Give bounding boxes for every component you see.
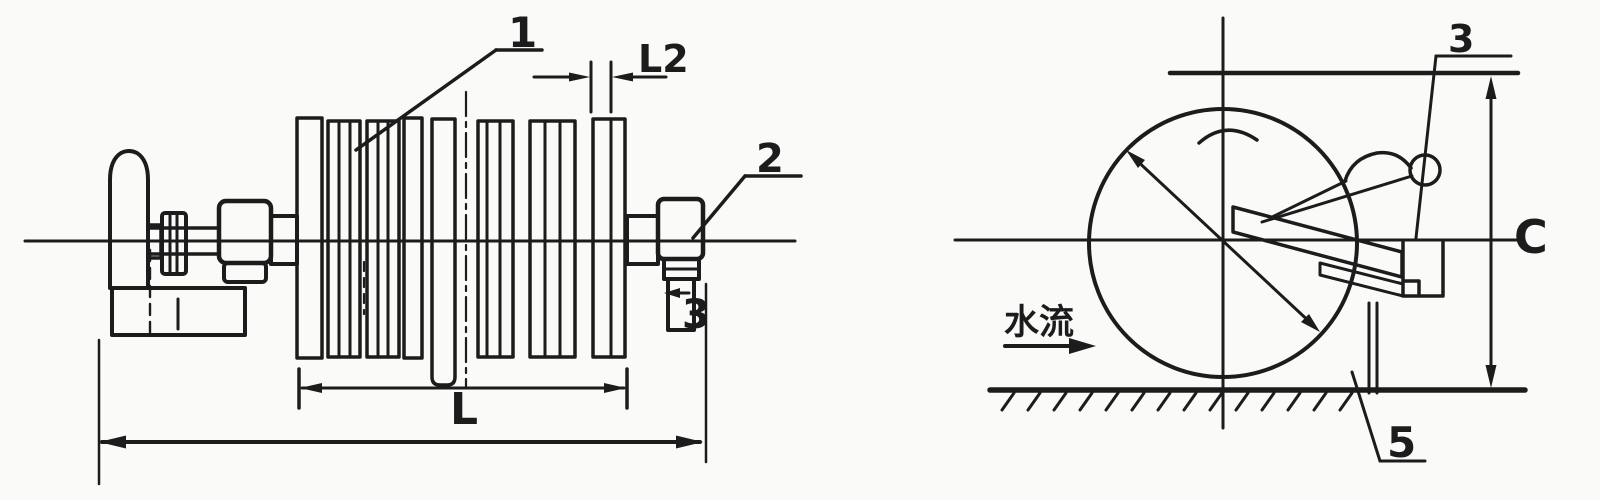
disc-group xyxy=(476,119,515,359)
rotation-arc xyxy=(1197,128,1259,145)
dim-disc-gap: L2 xyxy=(532,37,689,114)
dim-L2-label: L2 xyxy=(638,37,689,81)
arrowhead-right-icon xyxy=(569,72,590,82)
coupling xyxy=(160,211,188,276)
bearing-right xyxy=(625,196,706,332)
link-rod xyxy=(1260,174,1414,224)
dim-height: C xyxy=(1485,76,1548,388)
anchor-bolt xyxy=(666,277,696,332)
arrowhead-down-icon xyxy=(1485,365,1497,388)
disc xyxy=(295,116,324,360)
side-view: C 3 5 水流 xyxy=(953,16,1548,467)
dim-C-label: C xyxy=(1514,210,1548,264)
dim-stack-length: L xyxy=(297,367,629,435)
callout-3-side: 3 xyxy=(1414,17,1513,240)
shaft-section xyxy=(146,226,221,256)
flow-annotation: 水流 xyxy=(1003,303,1096,354)
arrowhead-left-icon xyxy=(300,383,322,393)
dim-overall-length xyxy=(97,282,708,486)
arrowhead-left-icon xyxy=(664,288,680,298)
arrowhead-left-icon xyxy=(99,435,126,449)
hub-disc xyxy=(430,117,457,387)
paddle-blade xyxy=(1231,205,1404,279)
ground-hatching xyxy=(1000,391,1354,412)
arrowhead-upleft-icon xyxy=(1126,150,1145,168)
disc-group xyxy=(365,119,401,359)
paddle-mechanism xyxy=(1231,150,1445,298)
link-rod xyxy=(1268,179,1348,220)
callout-1-label: 1 xyxy=(508,8,537,57)
callout-1: 1 xyxy=(354,8,544,152)
wheel-circle xyxy=(1087,107,1359,379)
arrowhead-up-icon xyxy=(1485,76,1497,99)
mount-bracket xyxy=(1401,240,1445,298)
disc-group xyxy=(528,119,577,359)
arrowhead-downright-icon xyxy=(1301,314,1320,332)
arrowhead-right-icon xyxy=(604,383,626,393)
callout-5: 5 xyxy=(1350,370,1427,467)
disc-group xyxy=(326,119,362,359)
callout-2-label: 2 xyxy=(756,136,784,182)
float-body xyxy=(1343,150,1413,183)
dim-L-label: L xyxy=(450,384,478,435)
flow-arrow-icon xyxy=(1069,338,1096,354)
front-view: L2 1 2 3 L xyxy=(23,8,803,486)
gate-plate xyxy=(1367,301,1379,395)
arrowhead-left-icon xyxy=(612,72,633,82)
disc-group xyxy=(591,117,627,359)
diameter-arrow xyxy=(1126,150,1320,332)
callout-2: 2 xyxy=(691,136,803,240)
callout-5-label: 5 xyxy=(1387,418,1416,467)
disc-stack xyxy=(295,90,627,390)
disc xyxy=(402,116,424,360)
callout-3-side-label: 3 xyxy=(1448,17,1474,61)
flow-label: 水流 xyxy=(1004,303,1074,343)
base-block xyxy=(110,286,247,337)
arrowhead-right-icon xyxy=(676,435,703,449)
